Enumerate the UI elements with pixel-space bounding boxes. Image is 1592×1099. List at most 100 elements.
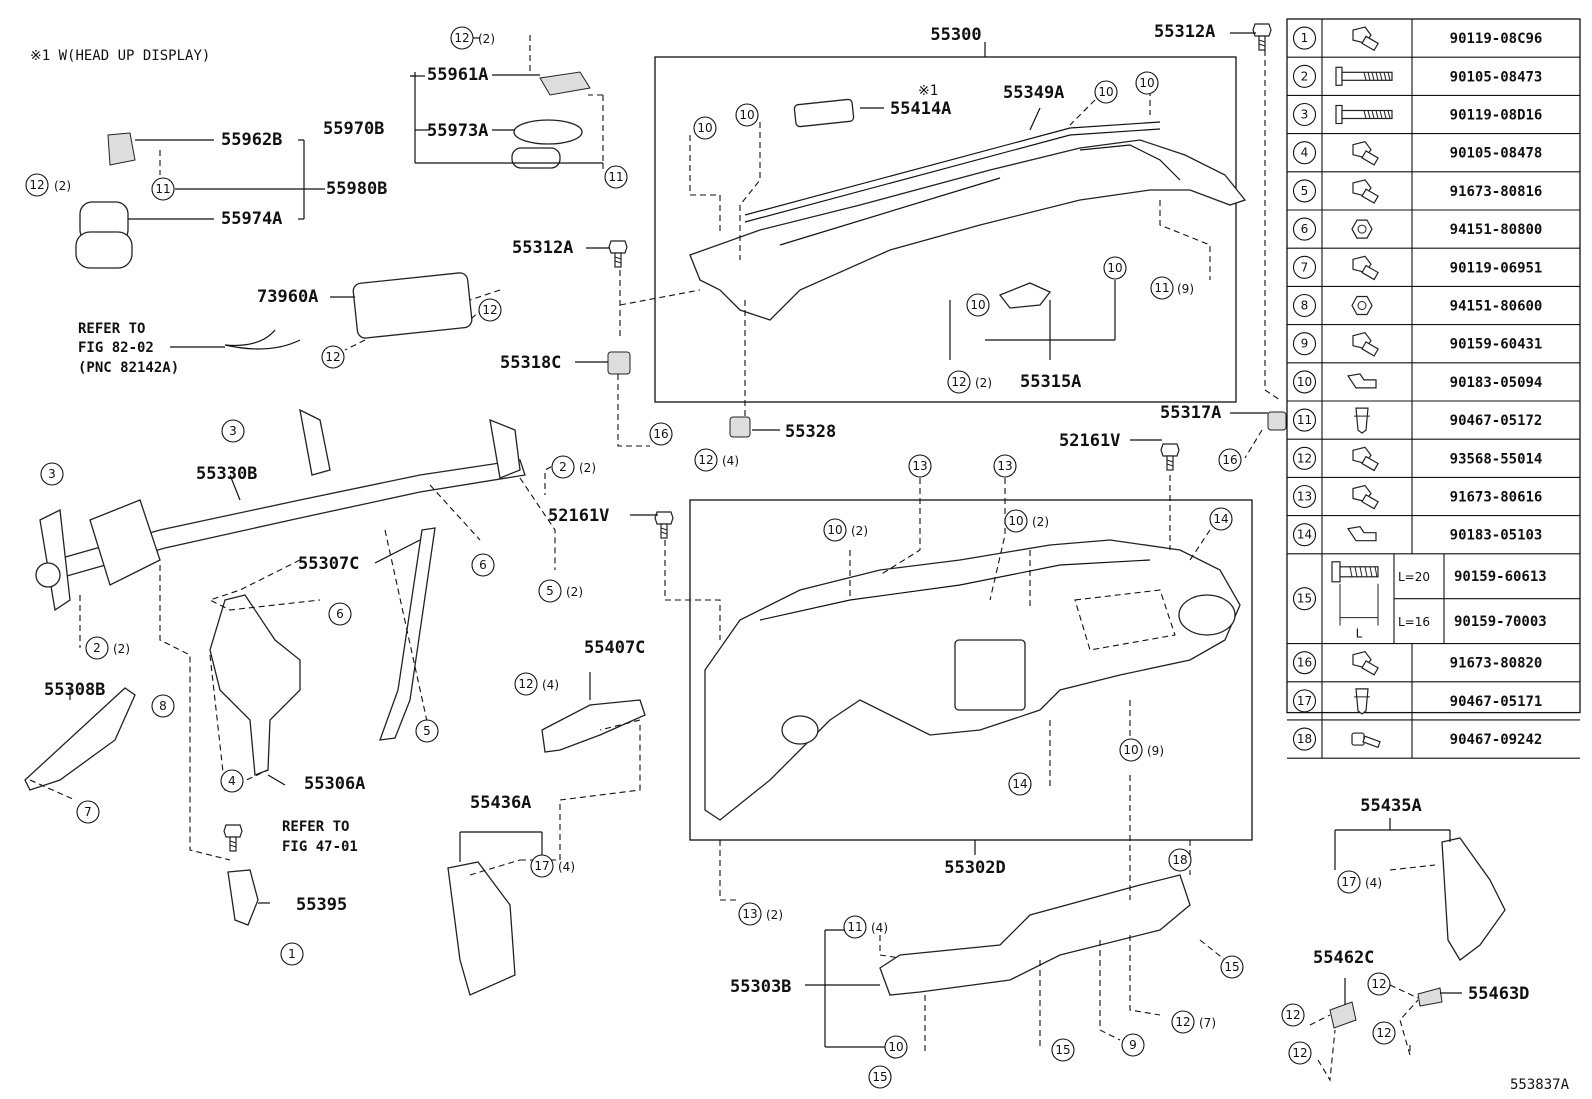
part-number: 90467-09242 [1450,732,1543,748]
long-bolt-icon [1335,66,1393,86]
svg-text:2: 2 [559,460,567,474]
label-55980b: 55980B [326,179,387,199]
callout-circle: 12 [1372,1021,1396,1045]
airbag-73960a-drawing [352,272,473,339]
note-head-up-display: ※1 W(HEAD UP DISPLAY) [30,48,210,64]
clip-55328-drawing [729,416,751,438]
callout-circle: 12(7) [1171,1010,1216,1034]
svg-text:12: 12 [518,677,533,691]
callout-circle: 10 [1103,256,1127,280]
callout-circle: 11 [151,177,175,201]
label-55974a: 55974A [221,209,282,229]
hex-bolt-icon [1352,179,1379,204]
svg-text:15: 15 [1055,1043,1070,1057]
label-55302d: 55302D [944,858,1005,878]
legend-number: 18 [1297,732,1312,746]
svg-text:(2): (2) [1032,515,1049,529]
clip-55317a-drawing [1267,411,1287,431]
leader-lines [69,32,1462,1048]
svg-text:11: 11 [155,182,170,196]
callout-circle: 10 [735,103,759,127]
svg-text:17: 17 [534,859,549,873]
callout-circle: 10(2) [823,518,868,542]
svg-text:10: 10 [1098,85,1113,99]
hex-bolt-icon [1352,255,1379,281]
figure-id: 553837A [1510,1077,1570,1093]
label-55962b: 55962B [221,130,282,150]
brace-55306a-drawing [209,594,301,776]
svg-text:(4): (4) [542,678,559,692]
refer-fig47: REFER TO FIG 47-01 [282,819,358,855]
part-number: 93568-55014 [1450,451,1543,467]
callout-circle: 1 [280,942,304,966]
callout-circle: 16 [1218,448,1242,472]
callout-circle: 17 (4) [530,854,575,878]
side-cover-55435a-drawing [1441,837,1506,961]
callout-circle: 3 [40,462,64,486]
svg-text:(4): (4) [558,860,575,874]
label-star1-a: ※1 [918,83,938,99]
dimension-label: L [1356,627,1363,641]
callout-circle: 5 [415,719,439,743]
svg-text:(4): (4) [1365,876,1382,890]
refer-fig82: REFER TO FIG 82-02 (PNC 82142A) [78,321,225,376]
svg-text:14: 14 [1012,777,1027,791]
part-number: 90159-60613 [1454,569,1547,585]
legend-number: 16 [1297,656,1312,670]
legend-number: 7 [1301,260,1309,274]
callout-circle: 12 [1281,1003,1305,1027]
svg-text:2: 2 [93,641,101,655]
part-number: 90467-05171 [1450,694,1543,710]
hex-bolt-icon [1352,26,1379,52]
svg-text:15: 15 [872,1070,887,1084]
callout-circle: 15 [1051,1038,1075,1062]
upper-panel-box [654,56,1237,403]
svg-text:(2): (2) [478,32,495,46]
label-55970b: 55970B [323,119,384,139]
bracket-55463d-drawing [1417,987,1443,1007]
callout-circle: 12(2) [450,26,495,50]
legend-row: 8 94151-80600 [1287,286,1580,326]
svg-text:(2): (2) [975,376,992,390]
svg-text:12: 12 [29,178,44,192]
hex-bolt-icon [1352,484,1379,510]
svg-text:12: 12 [1285,1008,1300,1022]
legend-number: 17 [1297,694,1312,708]
part-number: 94151-80600 [1450,299,1543,315]
svg-text:12: 12 [1371,977,1386,991]
svg-text:6: 6 [479,558,487,572]
callout-circle: 3 [221,419,245,443]
part-number: 90159-60431 [1450,337,1543,353]
instrument-panel-upper-drawing [689,98,1247,321]
svg-text:6: 6 [336,607,344,621]
callout-circle: 11(4) [843,915,888,939]
label-55307c: 55307C [298,554,359,574]
svg-text:17: 17 [1341,875,1356,889]
callout-circle: 6 [471,553,495,577]
callout-circle: 17 (4) [1337,870,1382,894]
callouts: 12(2) 12(2) 11 11 10 10 10 10 12 12 10 1… [25,26,1396,1089]
callout-circle: 11 [604,165,628,189]
svg-text:(7): (7) [1199,1016,1216,1030]
legend-number: 3 [1301,108,1309,122]
svg-text:5: 5 [546,584,554,598]
length-label: L=20 [1398,570,1430,584]
part-number: 90183-05094 [1450,375,1543,391]
svg-text:9: 9 [1129,1038,1137,1052]
part-number: 90467-05172 [1450,413,1543,429]
legend-number: 8 [1301,299,1309,313]
legend-number: 15 [1297,592,1312,606]
svg-text:10: 10 [1139,76,1154,90]
svg-text:7: 7 [84,805,92,819]
bolt-refer-fig47-icon [223,824,243,852]
hex-nut-icon [1351,219,1373,239]
svg-text:3: 3 [229,424,237,438]
